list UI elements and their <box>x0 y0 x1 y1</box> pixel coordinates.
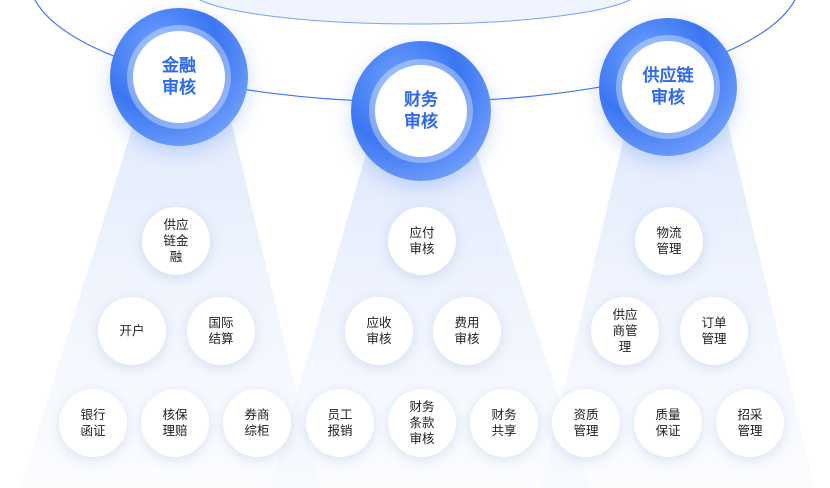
node-label: 订单 管理 <box>701 315 727 346</box>
node-receivable-audit[interactable]: 应收 审核 <box>345 297 413 365</box>
node-payable-audit[interactable]: 应付 审核 <box>388 207 456 275</box>
node-label: 核保 理赔 <box>162 407 188 438</box>
node-international-settlement[interactable]: 国际 结算 <box>187 297 255 365</box>
hub-finance-label: 金融 审核 <box>162 56 196 98</box>
node-order-management[interactable]: 订单 管理 <box>680 297 748 365</box>
node-label: 券商 综柜 <box>244 407 270 438</box>
node-label: 应收 审核 <box>366 315 392 346</box>
node-employee-reimbursement[interactable]: 员工 报销 <box>306 389 374 457</box>
node-label: 财务 条款 审核 <box>409 399 435 446</box>
inner-orbit <box>198 0 632 25</box>
node-financial-terms-audit[interactable]: 财务 条款 审核 <box>388 389 456 457</box>
node-label: 物流 管理 <box>656 225 682 256</box>
node-expense-audit[interactable]: 费用 审核 <box>433 297 501 365</box>
node-qualification-management[interactable]: 资质 管理 <box>552 389 620 457</box>
node-supplier-management[interactable]: 供应 商管 理 <box>591 297 659 365</box>
node-bank-confirmation[interactable]: 银行 函证 <box>59 389 127 457</box>
node-label: 招采 管理 <box>737 407 763 438</box>
node-label: 资质 管理 <box>573 407 599 438</box>
node-procurement-management[interactable]: 招采 管理 <box>716 389 784 457</box>
node-label: 质量 保证 <box>655 407 681 438</box>
hub-supply-label: 供应链 审核 <box>642 66 694 108</box>
node-brokerage-counter[interactable]: 券商 综柜 <box>223 389 291 457</box>
node-quality-assurance[interactable]: 质量 保证 <box>634 389 702 457</box>
hub-supply-audit[interactable]: 供应链 审核 <box>599 18 737 156</box>
node-underwriting-claims[interactable]: 核保 理赔 <box>141 389 209 457</box>
hub-accounting-label: 财务 审核 <box>404 90 438 132</box>
node-label: 费用 审核 <box>454 315 480 346</box>
node-logistics-management[interactable]: 物流 管理 <box>635 207 703 275</box>
node-label: 供应 链金 融 <box>163 217 189 264</box>
node-supply-chain-finance[interactable]: 供应 链金 融 <box>142 207 210 275</box>
hub-accounting-audit[interactable]: 财务 审核 <box>351 41 491 181</box>
node-account-opening[interactable]: 开户 <box>98 297 166 365</box>
node-label: 员工 报销 <box>327 407 353 438</box>
supply-beam <box>540 70 815 488</box>
node-label: 财务 共享 <box>491 407 517 438</box>
node-finance-sharing[interactable]: 财务 共享 <box>470 389 538 457</box>
node-label: 应付 审核 <box>409 225 435 256</box>
hub-finance-audit[interactable]: 金融 审核 <box>110 8 248 146</box>
node-label: 国际 结算 <box>208 315 234 346</box>
node-label: 开户 <box>119 323 145 338</box>
node-label: 银行 函证 <box>80 407 106 438</box>
node-label: 供应 商管 理 <box>612 307 638 354</box>
